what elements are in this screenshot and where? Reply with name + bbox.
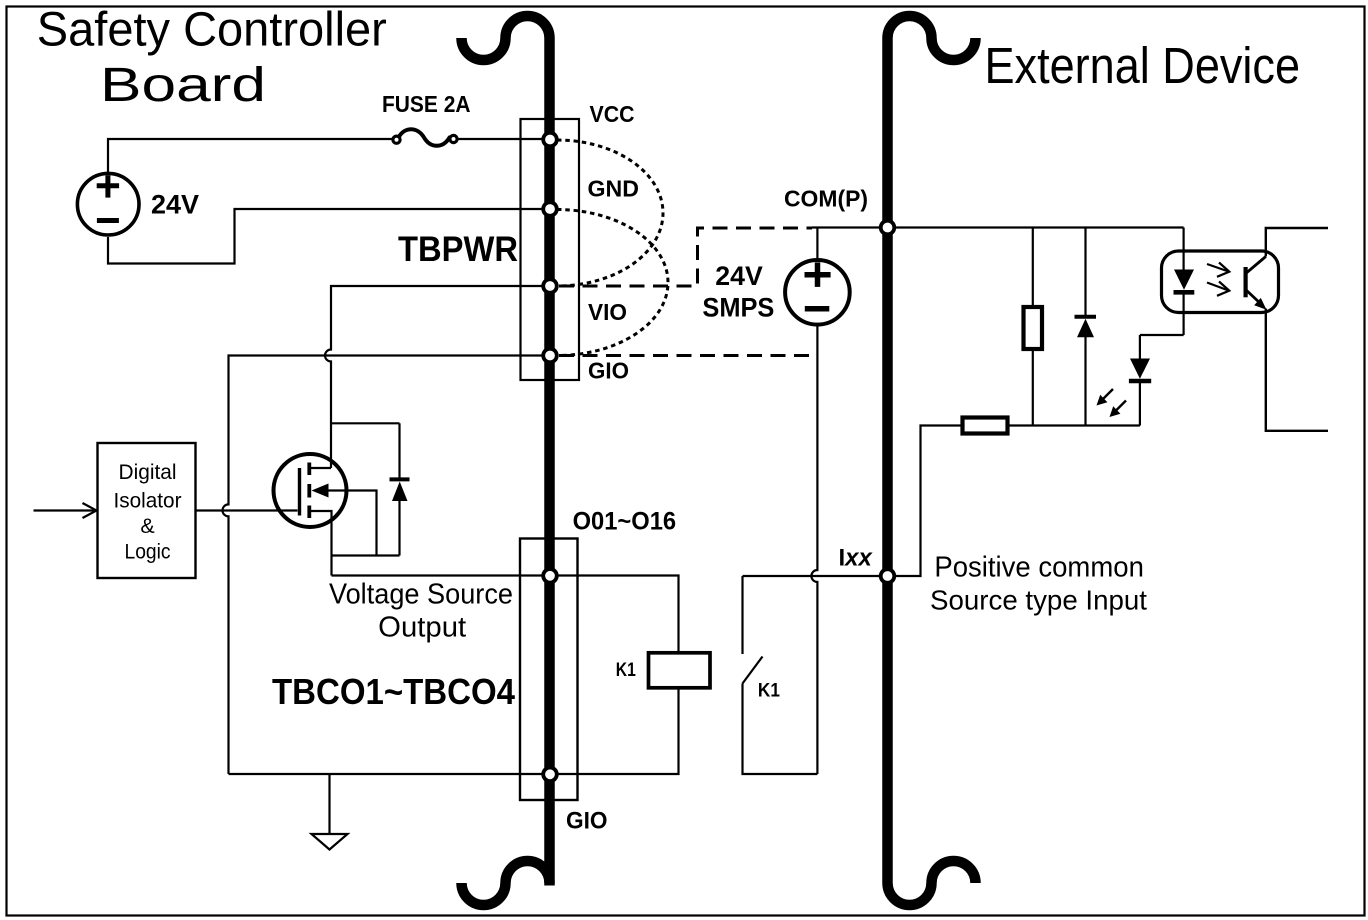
svg-text:O01~O16: O01~O16: [573, 508, 677, 536]
svg-text:24V: 24V: [151, 190, 199, 220]
svg-text:TBPWR: TBPWR: [398, 230, 518, 269]
svg-text:GND: GND: [588, 176, 640, 202]
svg-text:COM(P): COM(P): [784, 185, 868, 211]
svg-text:24V: 24V: [715, 261, 763, 291]
svg-text:Digital: Digital: [119, 460, 177, 484]
svg-text:Safety Controller: Safety Controller: [37, 4, 387, 57]
svg-text:Output: Output: [378, 612, 466, 644]
svg-text:Source type Input: Source type Input: [930, 584, 1147, 615]
svg-text:External Device: External Device: [985, 37, 1301, 94]
svg-text:Board: Board: [100, 59, 266, 112]
svg-text:K1: K1: [758, 680, 780, 701]
svg-text:VIO: VIO: [588, 299, 627, 325]
svg-text:SMPS: SMPS: [702, 293, 774, 323]
svg-text:Logic: Logic: [125, 540, 171, 564]
svg-text:FUSE 2A: FUSE 2A: [382, 91, 471, 117]
svg-text:GIO: GIO: [588, 358, 629, 384]
svg-text:K1: K1: [616, 660, 636, 681]
svg-text:Positive common: Positive common: [934, 552, 1144, 584]
svg-text:Ixx: Ixx: [839, 545, 874, 572]
svg-text:&: &: [140, 514, 154, 538]
svg-text:Isolator: Isolator: [114, 489, 182, 513]
svg-text:GIO: GIO: [566, 807, 608, 834]
svg-text:Voltage Source: Voltage Source: [329, 579, 513, 611]
svg-text:TBCO1~TBCO4: TBCO1~TBCO4: [272, 671, 515, 712]
svg-text:VCC: VCC: [590, 101, 635, 127]
